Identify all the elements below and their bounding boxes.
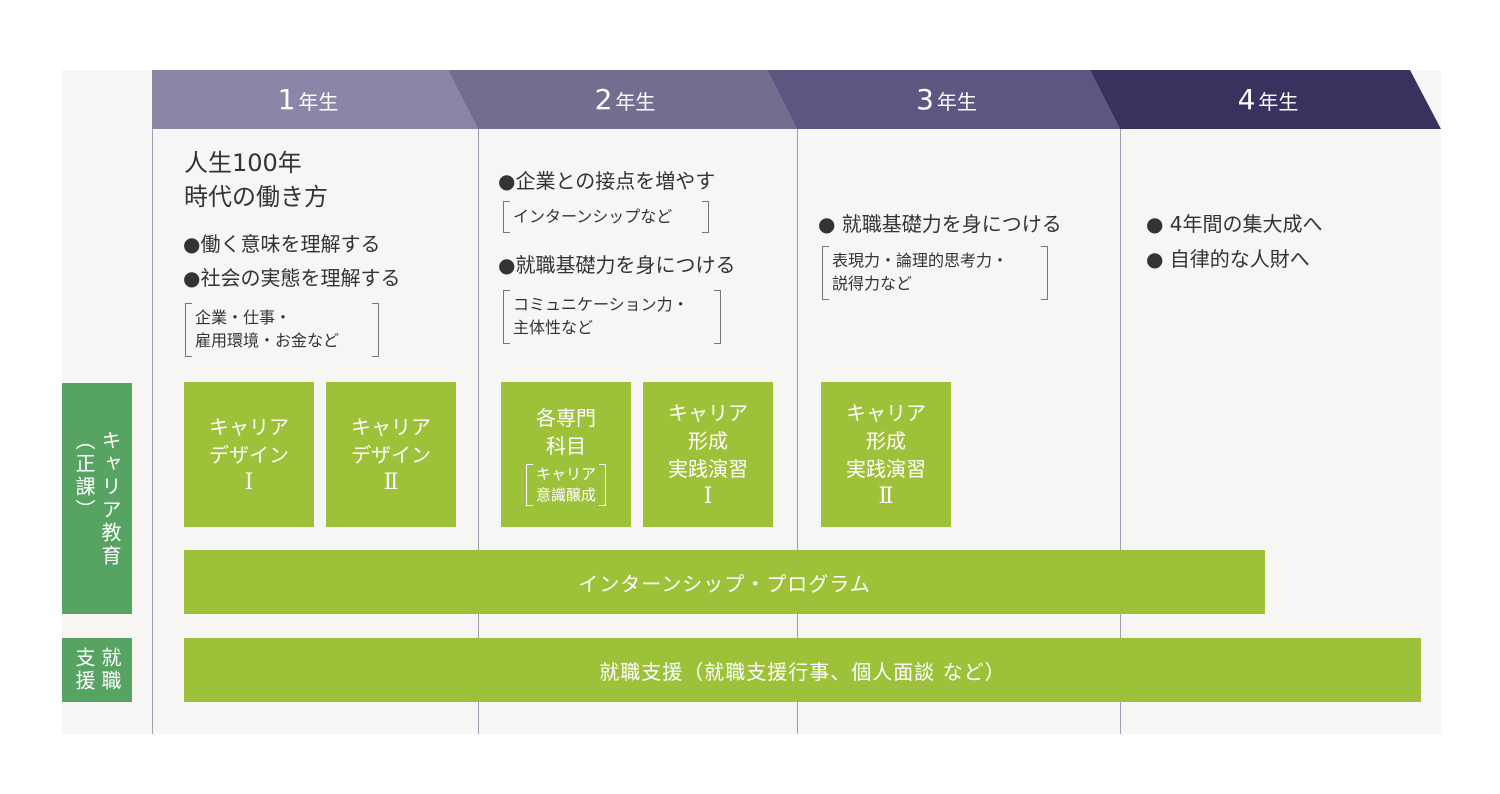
year3-header-shape <box>767 70 1120 129</box>
course-line: 実践演習 <box>668 456 748 481</box>
course-numeral: Ⅱ <box>878 483 894 509</box>
column-divider <box>152 128 153 734</box>
year2-unit: 年生 <box>615 90 656 114</box>
year4-unit: 年生 <box>1258 90 1299 114</box>
course-line: キャリア <box>846 400 926 425</box>
year2-number: 2 <box>594 83 613 116</box>
course-numeral: Ⅰ <box>703 483 713 509</box>
year1-bracket-note: 企業・仕事・ 雇用環境・お金など <box>185 303 379 357</box>
course-line: デザイン <box>209 442 289 467</box>
course-career-design-1[interactable]: キャリア デザイン Ⅰ <box>184 382 314 527</box>
year1-title-line2: 時代の働き方 <box>184 183 328 211</box>
course-line: 科目 <box>546 433 586 458</box>
year1-title-line1: 人生100年 <box>184 149 302 177</box>
year1-number: 1 <box>277 83 296 116</box>
job-support-text: 就職 支援 <box>71 647 123 693</box>
side-label-line: （正課） <box>72 429 96 522</box>
side-label-line: キャリア教育 <box>98 429 122 568</box>
year-header-band <box>152 70 1442 129</box>
course-line: キャリア <box>668 400 748 425</box>
year4-bullet: ● 自律的な人財へ <box>1146 247 1310 271</box>
year2-header-shape <box>448 70 797 129</box>
course-line: キャリア <box>209 414 289 439</box>
side-label-line: 支援 <box>72 647 96 693</box>
course-line: 形成 <box>688 428 728 453</box>
year3-number: 3 <box>916 83 934 116</box>
bracket-line: 説得力など <box>832 274 913 293</box>
year2-bullet: ●企業との接点を増やす <box>498 169 716 193</box>
bracket-line: コミュニケーション力・ <box>513 295 689 314</box>
year4-number: 4 <box>1237 83 1256 116</box>
column-divider <box>797 128 798 734</box>
course-line: デザイン <box>351 442 431 467</box>
side-label-line: 就職 <box>98 647 122 693</box>
job-support-bar[interactable]: 就職支援（就職支援行事、個人面談 など） <box>184 638 1421 702</box>
bracket-line: 雇用環境・お金など <box>195 331 340 350</box>
bracket-line: 企業・仕事・ <box>195 308 292 327</box>
course-sub-line: 意識醸成 <box>535 485 596 504</box>
career-education-text: キャリア教育 （正課） <box>71 430 123 568</box>
year1-bullet: ●社会の実態を理解する <box>183 266 401 290</box>
column-divider <box>1120 128 1121 734</box>
year3-unit: 年生 <box>936 90 977 114</box>
bracket-line: 主体性など <box>513 318 594 337</box>
year4-header-shape <box>1090 70 1441 129</box>
bracket-line: 表現力・論理的思考力・ <box>832 251 1009 270</box>
career-education-label: キャリア教育 （正課） <box>62 383 132 614</box>
year2-bullet: ●就職基礎力を身につける <box>498 253 736 277</box>
column-divider <box>478 128 479 734</box>
course-line: 形成 <box>866 428 906 453</box>
course-numeral: Ⅱ <box>383 469 399 495</box>
internship-program-bar[interactable]: インターンシップ・プログラム <box>184 550 1265 614</box>
year1-header-shape <box>152 70 478 129</box>
bracket-line: インターンシップなど <box>513 207 673 226</box>
course-line: 実践演習 <box>846 456 926 481</box>
course-line: キャリア <box>351 414 431 439</box>
course-career-practice-1[interactable]: キャリア 形成 実践演習 Ⅰ <box>643 382 773 527</box>
course-career-design-2[interactable]: キャリア デザイン Ⅱ <box>326 382 456 527</box>
year3-bracket-note: 表現力・論理的思考力・ 説得力など <box>822 246 1048 300</box>
job-support-label: 就職 支援 <box>62 638 132 702</box>
course-sub-line: キャリア <box>535 464 596 483</box>
year1-bullet: ●働く意味を理解する <box>183 232 381 256</box>
year2-bracket-note: コミュニケーション力・ 主体性など <box>503 290 721 344</box>
year4-bullet: ● 4年間の集大成へ <box>1146 212 1323 236</box>
year1-unit: 年生 <box>298 90 339 114</box>
year2-bracket-note: インターンシップなど <box>503 201 709 233</box>
course-numeral: Ⅰ <box>244 469 254 495</box>
course-specialized-subjects[interactable]: 各専門 科目 キャリア 意識醸成 <box>501 382 631 527</box>
course-sub-note: キャリア 意識醸成 <box>525 463 606 506</box>
course-career-practice-2[interactable]: キャリア 形成 実践演習 Ⅱ <box>821 382 951 527</box>
course-line: 各専門 <box>536 405 596 430</box>
year3-bullet: ● 就職基礎力を身につける <box>818 212 1062 236</box>
